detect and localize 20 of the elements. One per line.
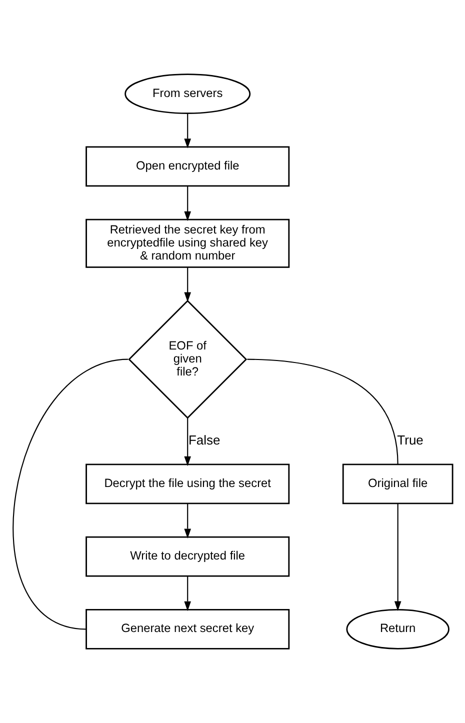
node-ellipse: From servers bbox=[124, 74, 251, 114]
arrow bbox=[184, 418, 192, 466]
connector bbox=[247, 358, 398, 464]
arrow bbox=[184, 186, 192, 222]
node-box: Write to decrypted file bbox=[86, 536, 290, 577]
arrow bbox=[184, 504, 192, 538]
node-ellipse: Return bbox=[346, 608, 450, 650]
node-box: Generate next secret key bbox=[86, 608, 290, 650]
node-box: Retrieved the secret key from encryptedfile using shared key & random number bbox=[86, 218, 290, 268]
node-box: Original file bbox=[342, 464, 454, 504]
edge-label: True bbox=[397, 432, 424, 448]
arrow bbox=[184, 576, 192, 612]
node-box: Decrypt the file using the secret bbox=[86, 464, 290, 504]
node-box: Open encrypted file bbox=[86, 146, 290, 187]
connector bbox=[12, 358, 128, 630]
node-diamond: EOF of given file? bbox=[128, 300, 248, 419]
arrow bbox=[184, 268, 192, 302]
edge-label: False bbox=[188, 432, 220, 448]
arrow bbox=[184, 113, 192, 148]
arrow bbox=[394, 504, 402, 612]
